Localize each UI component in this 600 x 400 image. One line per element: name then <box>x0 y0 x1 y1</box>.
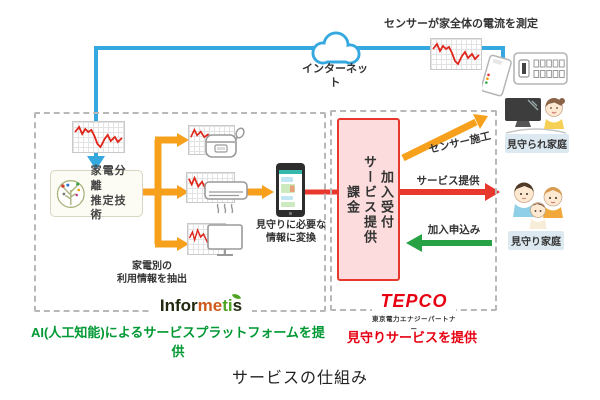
tepco-logo-subtitle: 東京電力エナジーパートナー <box>372 316 456 333</box>
extract-caption-line1: 家電別の <box>132 261 172 272</box>
process-box: 加入受付 サービス提供 課金 <box>337 118 400 281</box>
informetis-logo: Informetis <box>150 291 252 317</box>
informetis-logo-part2: me <box>197 296 223 315</box>
process-step-accept: 加入受付 <box>379 169 394 230</box>
watched-household-illustration <box>505 97 567 134</box>
tepco-logo-text: TEPCO <box>380 291 448 311</box>
process-step-provide: サービス提供 <box>362 154 377 245</box>
informetis-logo-part1: Infor <box>159 296 198 315</box>
convert-caption: 見守りに必要な 情報に変換 <box>250 220 332 245</box>
extract-caption-line2: 利用情報を抽出 <box>117 273 187 285</box>
informetis-logo-part3: ti <box>222 296 233 315</box>
ai-tree-icon <box>56 179 85 208</box>
extract-caption: 家電別の 利用情報を抽出 <box>97 261 207 286</box>
page-title: サービスの仕組み <box>231 370 368 387</box>
power-chart <box>430 38 482 70</box>
tech-box: 家電分離 推定技術 <box>50 165 143 221</box>
convert-caption-line1: 見守りに必要な <box>256 220 326 231</box>
informetis-caption: AI(人工知能)によるサービスプラットフォームを提供 <box>31 325 325 359</box>
distribution-board-icon <box>513 52 568 85</box>
sensor-caption: センサーが家全体の電流を測定 <box>384 18 538 30</box>
watched-household-label: 見守られ家庭 <box>505 134 569 153</box>
rice-cooker-icon <box>205 127 245 158</box>
watching-family-label: 見守り家庭 <box>508 231 564 250</box>
tv-monitor-icon <box>207 224 243 256</box>
subscribe-label: 加入申込み <box>427 224 481 236</box>
tepco-logo: TEPCO 東京電力エナジーパートナー <box>372 291 456 334</box>
convert-caption-line2: 情報に変換 <box>266 232 316 244</box>
service-provide-label: サービス提供 <box>416 175 480 187</box>
tepco-caption: 見守りサービスを提供 <box>346 330 477 345</box>
process-step-billing: 課金 <box>345 184 360 215</box>
air-conditioner-icon <box>204 181 248 214</box>
watching-family-illustration <box>513 182 563 229</box>
tech-box-line2: 推定技術 <box>90 194 127 222</box>
tech-box-line1: 家電分離 <box>90 164 127 192</box>
sensor-device-icon <box>482 54 512 97</box>
internet-label: インターネット <box>302 63 368 89</box>
informetis-logo-part4: s <box>232 296 243 315</box>
smartphone-icon <box>276 163 305 217</box>
power-chart <box>72 121 125 153</box>
